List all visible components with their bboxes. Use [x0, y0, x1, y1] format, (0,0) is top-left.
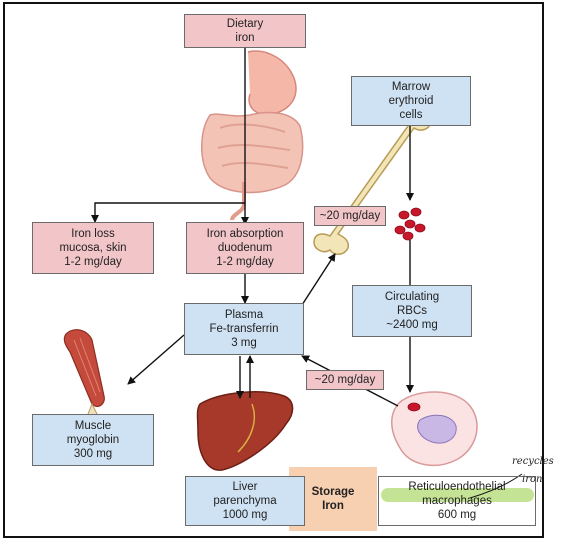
annotation-line1: recycles	[512, 456, 554, 467]
plasma-box: Plasma Fe-transferrin 3 mg	[184, 303, 304, 355]
diagram-frame	[3, 2, 544, 538]
liver-icon	[196, 391, 294, 471]
macrophage-icon	[391, 391, 478, 467]
macrophage-flux-box: ~20 mg/day	[306, 370, 384, 390]
marrow-flux-box: ~20 mg/day	[314, 206, 386, 226]
red-blood-cells-icon	[394, 207, 426, 241]
annotation-line2: iron	[522, 474, 543, 485]
gi-tract-icon	[201, 50, 304, 221]
dietary-iron-box: Dietary iron	[184, 14, 306, 48]
liver-box: Liver parenchyma 1000 mg	[185, 476, 305, 526]
marrow-box: Marrow erythroid cells	[351, 76, 471, 126]
bone-icon	[313, 103, 432, 255]
muscle-icon	[63, 329, 105, 420]
storage-iron-label: Storage Iron	[311, 486, 355, 512]
iron-absorption-box: Iron absorption duodenum 1-2 mg/day	[186, 222, 304, 274]
circulating-rbcs-box: Circulating RBCs ~2400 mg	[352, 285, 472, 337]
muscle-box: Muscle myoglobin 300 mg	[32, 414, 154, 466]
iron-loss-box: Iron loss mucosa, skin 1-2 mg/day	[32, 222, 154, 274]
reticuloendothelial-box: Reticuloendothelial macrophages 600 mg	[378, 476, 536, 526]
highlighter-mark	[381, 488, 534, 502]
